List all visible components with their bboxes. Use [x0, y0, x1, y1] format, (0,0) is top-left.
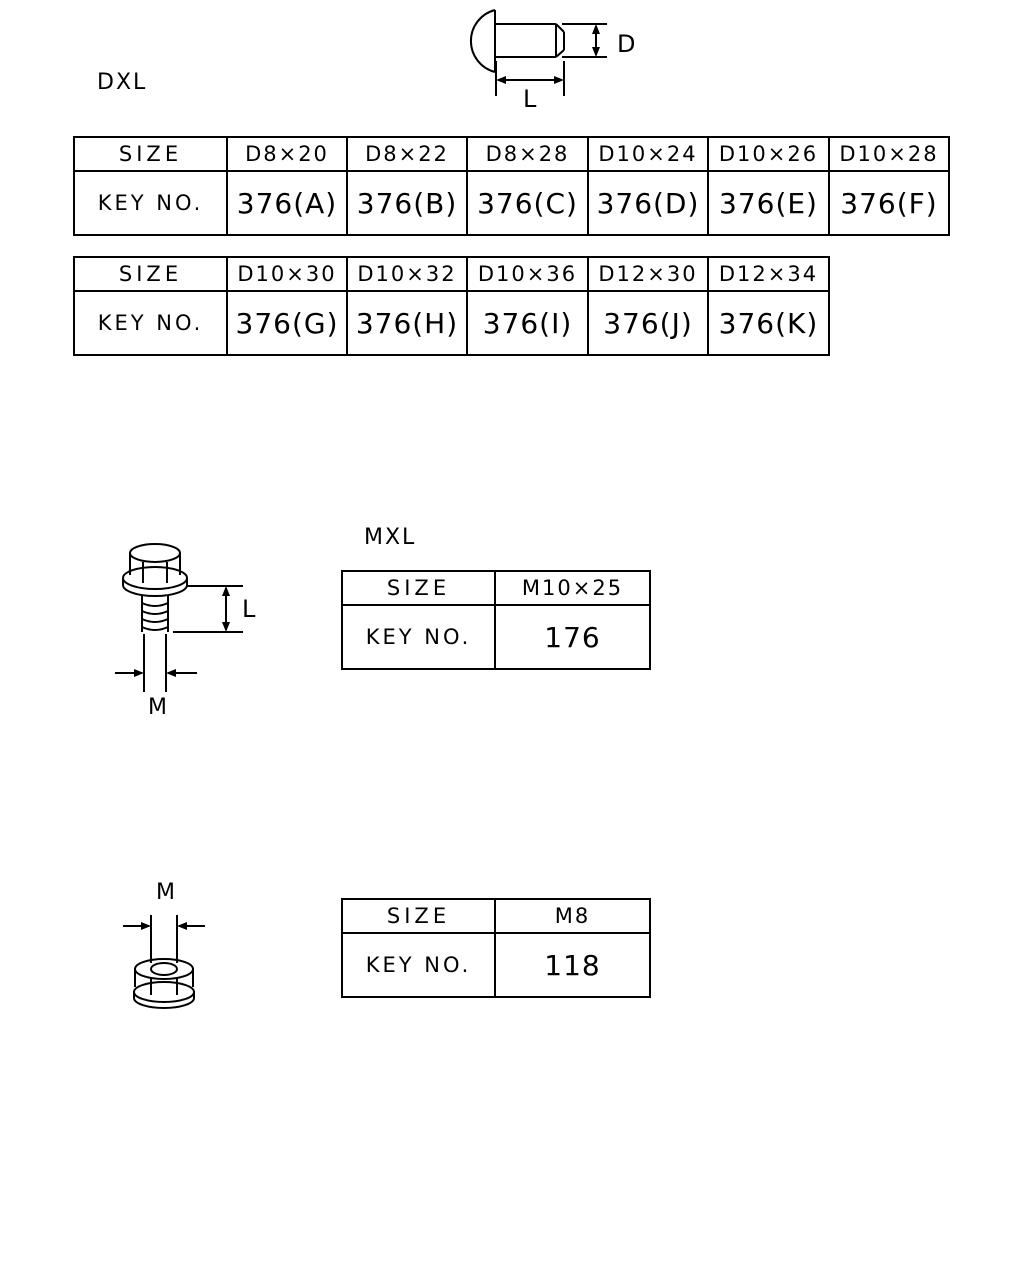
dxl-pin-drawing	[469, 9, 607, 96]
size-cell: D8×28	[466, 136, 589, 172]
key-no-cell: 118	[494, 932, 651, 998]
dxl-size-table-1: SIZE D8×20 D8×22 D8×28 D10×24 D10×26 D10…	[73, 136, 950, 236]
key-no-header: KEY NO.	[341, 604, 496, 670]
size-header: SIZE	[341, 570, 496, 606]
flange-nut-drawing	[123, 915, 205, 1009]
key-no-cell: 376(D)	[587, 170, 709, 236]
size-cell: D12×30	[587, 256, 709, 292]
dxl-size-table-2: SIZE D10×30 D10×32 D10×36 D12×30 D12×34 …	[73, 256, 830, 356]
size-header: SIZE	[73, 136, 228, 172]
mxl-label: MXL	[364, 525, 417, 550]
key-no-cell: 376(C)	[466, 170, 589, 236]
size-cell: D12×34	[707, 256, 830, 292]
key-no-cell: 376(K)	[707, 290, 830, 356]
nut-size-table: SIZE M8 KEY NO. 118	[341, 898, 651, 998]
key-no-cell: 376(B)	[346, 170, 468, 236]
size-cell: D10×28	[828, 136, 950, 172]
dxl-dim-l-label: L	[523, 85, 539, 113]
size-cell: M8	[494, 898, 651, 934]
key-no-cell: 376(H)	[346, 290, 468, 356]
size-cell: D8×20	[226, 136, 348, 172]
mxl-dim-l-label: L	[242, 595, 258, 623]
size-cell: D10×32	[346, 256, 468, 292]
size-cell: D10×36	[466, 256, 589, 292]
nut-dim-m-label: M	[156, 880, 177, 905]
size-header: SIZE	[341, 898, 496, 934]
size-cell: M10×25	[494, 570, 651, 606]
key-no-cell: 376(I)	[466, 290, 589, 356]
flange-bolt-drawing	[115, 543, 243, 692]
key-no-cell: 376(A)	[226, 170, 348, 236]
key-no-cell: 376(E)	[707, 170, 830, 236]
key-no-header: KEY NO.	[73, 170, 228, 236]
size-cell: D8×22	[346, 136, 468, 172]
size-cell: D10×24	[587, 136, 709, 172]
key-no-cell: 376(G)	[226, 290, 348, 356]
key-no-header: KEY NO.	[341, 932, 496, 998]
mxl-size-table: SIZE M10×25 KEY NO. 176	[341, 570, 651, 670]
size-header: SIZE	[73, 256, 228, 292]
mxl-dim-m-label: M	[148, 695, 169, 720]
dxl-label: DXL	[97, 70, 148, 95]
key-no-cell: 176	[494, 604, 651, 670]
key-no-header: KEY NO.	[73, 290, 228, 356]
dxl-dim-d-label: D	[617, 30, 638, 58]
size-cell: D10×26	[707, 136, 830, 172]
size-cell: D10×30	[226, 256, 348, 292]
key-no-cell: 376(J)	[587, 290, 709, 356]
key-no-cell: 376(F)	[828, 170, 950, 236]
